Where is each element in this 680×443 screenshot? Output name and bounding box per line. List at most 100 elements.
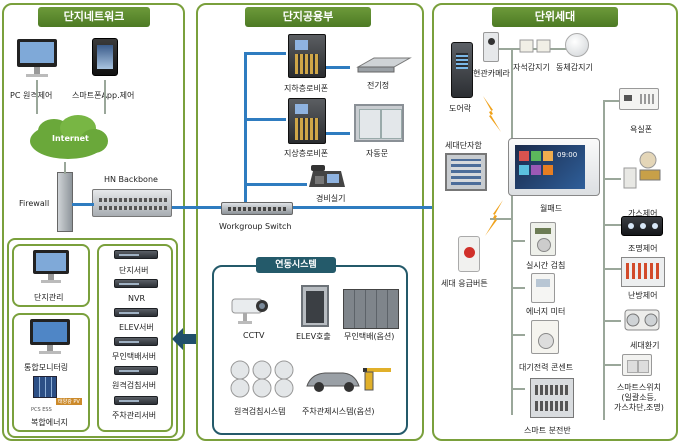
complex-network-title: 단지네트워크: [38, 7, 150, 27]
unmanned-delivery-label: 무인택배(옵션): [344, 332, 395, 341]
connector-line: [511, 48, 513, 148]
emergency-button-icon: [458, 236, 480, 272]
connector-line: [490, 48, 580, 50]
complex-server-label: 단지서버: [119, 266, 149, 275]
electric-lock-icon: [356, 55, 412, 75]
household-panel-icon: [445, 153, 487, 191]
gas-control-icon: [620, 148, 664, 192]
connector-line: [172, 206, 470, 209]
connector-line: [244, 52, 247, 202]
nvr-label: NVR: [128, 294, 146, 303]
hn-backbone-label: HN Backbone: [104, 175, 158, 184]
complex-server-icon: [114, 250, 158, 259]
smartphone-icon: [92, 38, 118, 76]
door-lock-label: 도어락: [449, 104, 472, 113]
ground-lobby-phone-icon: [288, 98, 326, 144]
auto-door-icon: [354, 104, 404, 142]
b1-lobby-phone-icon: [288, 34, 326, 78]
connector-line: [511, 287, 525, 289]
door-lock-icon: [451, 42, 473, 98]
parking-server-icon: [114, 396, 158, 405]
elev-call-label: ELEV호출: [296, 332, 331, 341]
monitoring-group: [12, 313, 90, 432]
lighting-control-icon: [621, 216, 663, 236]
standby-outlet-label: 대기전력 콘센트: [519, 363, 574, 372]
workgroup-switch-label: Workgroup Switch: [219, 222, 292, 231]
internet-label: Internet: [52, 134, 89, 143]
smartphone-app-label: 스마트폰App.제어: [72, 90, 134, 101]
heating-control-icon: [621, 257, 665, 287]
cctv-label: CCTV: [243, 331, 265, 340]
connector-line: [511, 240, 525, 242]
connector-line: [511, 195, 513, 415]
pc-remote-label: PC 원격제어: [10, 91, 53, 100]
complex-common-title: 단지공용부: [245, 7, 371, 27]
auto-door-label: 자동문: [366, 149, 389, 158]
connector-line: [511, 334, 525, 336]
energy-meter-icon: [531, 273, 555, 303]
connector-line: [36, 80, 38, 114]
gas-control-label: 가스제어: [628, 209, 658, 218]
composite-energy-label: 복합에너지: [31, 418, 68, 427]
connector-line: [72, 203, 94, 206]
elevator-icon: [301, 285, 329, 327]
server-group: [97, 244, 173, 432]
connector-line: [490, 218, 512, 220]
linked-systems-title: 연동시스템: [256, 257, 336, 273]
bathroom-phone-label: 욕실폰: [630, 125, 653, 134]
delivery-server-icon: [114, 337, 158, 346]
cctv-camera-icon: [228, 293, 272, 327]
wireless-bolt-icon: [481, 96, 503, 132]
motion-sensor-label: 동체감지기: [556, 63, 593, 72]
remote-meter-label: 원격검침시스템: [234, 407, 286, 416]
connector-line: [603, 100, 605, 420]
realtime-meter-icon: [530, 222, 556, 256]
b1-lobby-phone-label: 지하층로비폰: [284, 84, 329, 93]
guard-phone-label: 경비실기: [316, 194, 346, 203]
lighting-control-label: 조명제어: [628, 244, 658, 253]
ventilation-label: 세대환기: [630, 341, 660, 350]
energy-meter-label: 에너지 미터: [526, 307, 566, 316]
nvr-server-icon: [114, 279, 158, 288]
motion-sensor-icon: [565, 33, 589, 57]
wallpad-icon[interactable]: 09:00: [508, 138, 600, 196]
smart-panel-icon: [530, 378, 574, 418]
smart-switch-label: 스마트스위치 (일괄소등, 가스차단,조명): [614, 383, 664, 412]
monitoring-monitor-icon: [28, 318, 72, 356]
connector-line: [603, 364, 621, 366]
smart-panel-label: 스마트 분전반: [524, 426, 571, 435]
connector-line: [511, 388, 525, 390]
realtime-meter-label: 실시간 검침: [526, 261, 566, 270]
household-panel-label: 세대단자함: [445, 141, 482, 150]
bathroom-phone-icon: [619, 88, 659, 110]
connector-line: [603, 100, 621, 102]
pcs-ess-label: PCS ESS: [31, 407, 52, 413]
delivery-locker-icon: [343, 289, 399, 329]
connector-line: [64, 162, 66, 174]
connector-line: [326, 132, 350, 135]
connector-line: [244, 118, 286, 121]
heating-control-label: 난방제어: [628, 291, 658, 300]
entrance-camera-label: 현관카메라: [473, 69, 510, 78]
mgmt-monitor-icon: [31, 249, 71, 285]
connector-line: [603, 224, 621, 226]
connector-line: [603, 320, 621, 322]
electric-lock-label: 전기정: [367, 81, 390, 90]
firewall-icon: [57, 172, 73, 232]
elev-server-icon: [114, 308, 158, 317]
hn-backbone-switch-icon: [92, 189, 172, 217]
magnetic-sensor-label: 자석감지기: [513, 63, 550, 72]
parking-label: 주차관제시스템(옵션): [302, 407, 375, 416]
entrance-camera-icon: [483, 32, 499, 62]
elev-server-label: ELEV서버: [119, 323, 154, 332]
workgroup-switch-icon: [221, 202, 293, 215]
meter-server-label: 원격검침서버: [112, 381, 157, 390]
ground-lobby-phone-label: 지상층로비폰: [284, 149, 329, 158]
meter-gauges-icon: [229, 360, 295, 398]
solar-tag-label: 태양광 PV: [56, 398, 82, 405]
parking-gate-icon: [303, 362, 393, 396]
pc-monitor-icon: [14, 37, 60, 77]
wireless-bolt-icon: [483, 200, 505, 236]
connector-line: [104, 80, 106, 114]
emergency-button-label: 세대 응급버튼: [441, 279, 488, 288]
